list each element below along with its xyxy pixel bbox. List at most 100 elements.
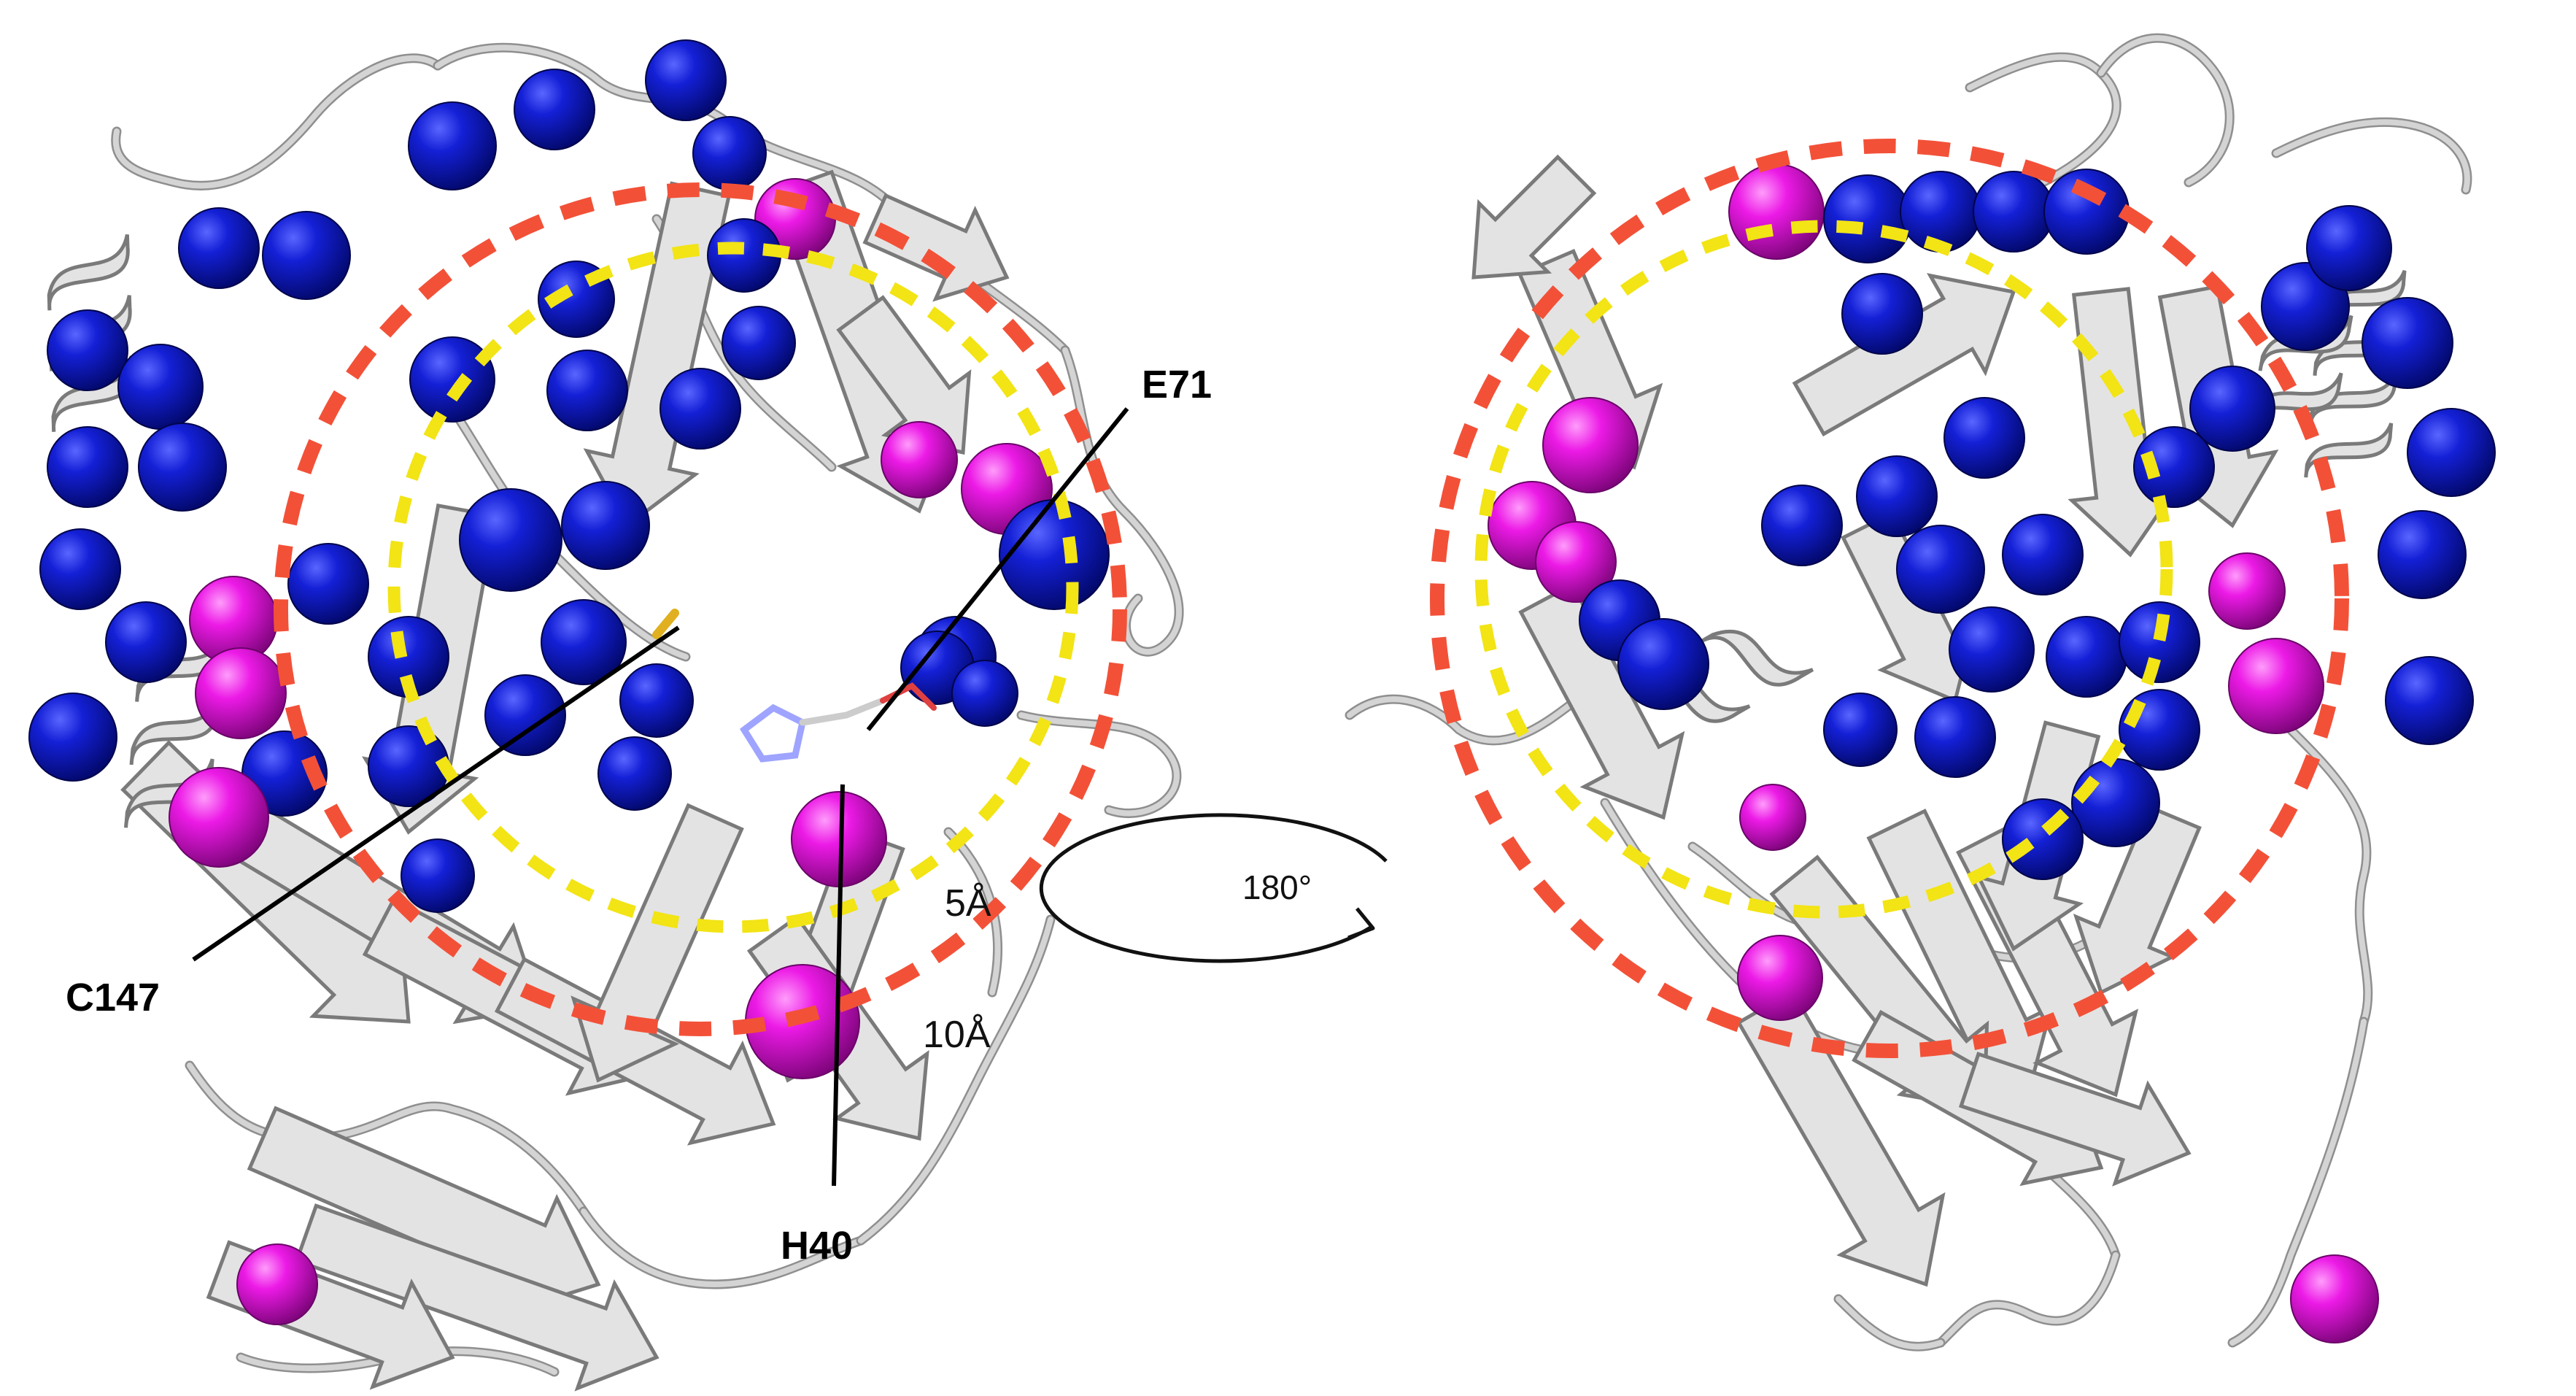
c147-label: C147: [66, 976, 160, 1019]
blue-residue-sphere: [1823, 174, 1912, 263]
backbone-loop-core: [581, 1208, 864, 1287]
blue-residue-sphere: [597, 736, 672, 811]
blue-residue-sphere: [2385, 656, 2474, 745]
blue-residue-sphere: [2119, 601, 2200, 683]
blue-residue-sphere: [1856, 455, 1938, 537]
blue-residue-sphere: [999, 499, 1110, 610]
blue-residue-sphere: [1761, 485, 1843, 566]
blue-residue-sphere: [138, 423, 227, 512]
blue-residue-sphere: [484, 674, 566, 756]
blue-residue-sphere: [951, 660, 1018, 727]
blue-residue-sphere: [1841, 273, 1923, 355]
structure-view-left: [28, 39, 1184, 1392]
inner-5a-ring-right: [1474, 220, 2173, 919]
blue-residue-sphere: [1943, 397, 2025, 479]
magenta-residue-sphere: [169, 767, 269, 868]
inner-radius-label: 5Å: [945, 882, 991, 925]
structure-view-right: [1345, 33, 2496, 1351]
blue-residue-sphere: [401, 838, 475, 913]
backbone-loop-core: [1938, 1252, 2119, 1346]
blue-residue-sphere: [2133, 426, 2215, 508]
inner-5a-ring-left: [387, 242, 1079, 933]
blue-residue-sphere: [28, 693, 117, 782]
blue-residue-sphere: [2002, 514, 2084, 595]
helix-turn: [47, 234, 130, 311]
magenta-residue-sphere: [1535, 521, 1617, 603]
blue-residue-sphere: [1823, 693, 1898, 767]
backbone-loop: [1935, 1250, 2121, 1348]
beta-strand-arrow: [862, 193, 1010, 302]
blue-residue-sphere: [1973, 171, 2054, 252]
e71-leader-line: [866, 407, 1129, 731]
backbone-loop-core: [2098, 35, 2233, 185]
backbone-loop-core: [1018, 712, 1180, 817]
beta-strand-arrow: [570, 803, 744, 1083]
rotation-indicator: 180°: [1039, 813, 1388, 963]
backbone-loop-core: [2273, 119, 2470, 193]
blue-residue-sphere: [1900, 171, 1981, 252]
helix-turn: [129, 695, 220, 766]
blue-residue-sphere: [287, 543, 369, 625]
beta-strand-arrow: [836, 295, 972, 455]
blue-residue-sphere: [178, 207, 260, 289]
blue-residue-sphere: [645, 39, 727, 121]
magenta-residue-sphere: [1739, 784, 1806, 851]
blue-residue-sphere: [262, 211, 351, 300]
magenta-residue-sphere: [2290, 1254, 2379, 1343]
c147-leader-line: [192, 625, 680, 962]
blue-residue-sphere: [409, 336, 495, 423]
blue-residue-sphere: [47, 426, 128, 508]
beta-strand-arrow: [1958, 1052, 2192, 1187]
rotate-arrow-icon: [1039, 813, 1388, 963]
magenta-residue-sphere: [1728, 163, 1825, 260]
h40-leader-line: [832, 784, 845, 1187]
outer-radius-label: 10Å: [923, 1014, 991, 1056]
blue-residue-sphere: [2189, 366, 2275, 452]
blue-residue-sphere: [39, 528, 121, 610]
blue-residue-sphere: [1896, 525, 1985, 614]
helix-turn: [2304, 423, 2394, 478]
magenta-residue-sphere: [2208, 552, 2286, 630]
magenta-residue-sphere: [1542, 397, 1639, 493]
blue-residue-sphere: [2306, 205, 2392, 291]
blue-residue-sphere: [47, 309, 128, 391]
blue-residue-sphere: [2046, 616, 2127, 698]
blue-residue-sphere: [1914, 696, 1996, 778]
backbone-loop-core: [858, 917, 1053, 1243]
blue-residue-sphere: [117, 344, 204, 430]
blue-residue-sphere: [722, 306, 796, 380]
magenta-residue-sphere: [1737, 935, 1823, 1021]
magenta-residue-sphere: [2228, 638, 2324, 734]
blue-residue-sphere: [2119, 689, 2200, 771]
outer-10a-ring-right: [1430, 139, 2349, 1058]
blue-residue-sphere: [2043, 169, 2130, 255]
blue-residue-sphere: [1949, 606, 2035, 693]
residue-spheres-left: [28, 39, 1110, 1325]
h40-label: H40: [781, 1224, 853, 1268]
blue-residue-sphere: [2362, 297, 2453, 389]
backbone-loop-core: [187, 1063, 587, 1214]
rotation-label: 180°: [1242, 868, 1312, 906]
beta-strand-arrow: [583, 181, 732, 528]
outer-10a-ring-left: [274, 182, 1127, 1036]
blue-residue-sphere: [459, 488, 562, 592]
beta-strand-arrow: [1792, 273, 2016, 437]
backbone-loop-core: [2229, 1019, 2367, 1346]
blue-residue-sphere: [2071, 758, 2160, 847]
helix-turn: [1695, 629, 1814, 687]
magenta-residue-sphere: [195, 647, 287, 739]
residue-spheres-right: [1488, 163, 2496, 1343]
blue-residue-sphere: [541, 599, 627, 685]
backbone-loop: [111, 53, 443, 190]
backbone-loop-core: [1836, 1296, 1943, 1350]
e71-label: E71: [1142, 363, 1212, 406]
magenta-residue-sphere: [236, 1243, 318, 1325]
beta-strand-arrow: [294, 1203, 660, 1392]
backbone-loop-core: [112, 55, 441, 189]
blue-residue-sphere: [408, 101, 497, 190]
blue-residue-sphere: [2378, 510, 2467, 599]
beta-strand-arrow: [1471, 154, 1597, 279]
beta-strand-arrow: [1736, 989, 1946, 1287]
blue-residue-sphere: [2407, 408, 2496, 497]
